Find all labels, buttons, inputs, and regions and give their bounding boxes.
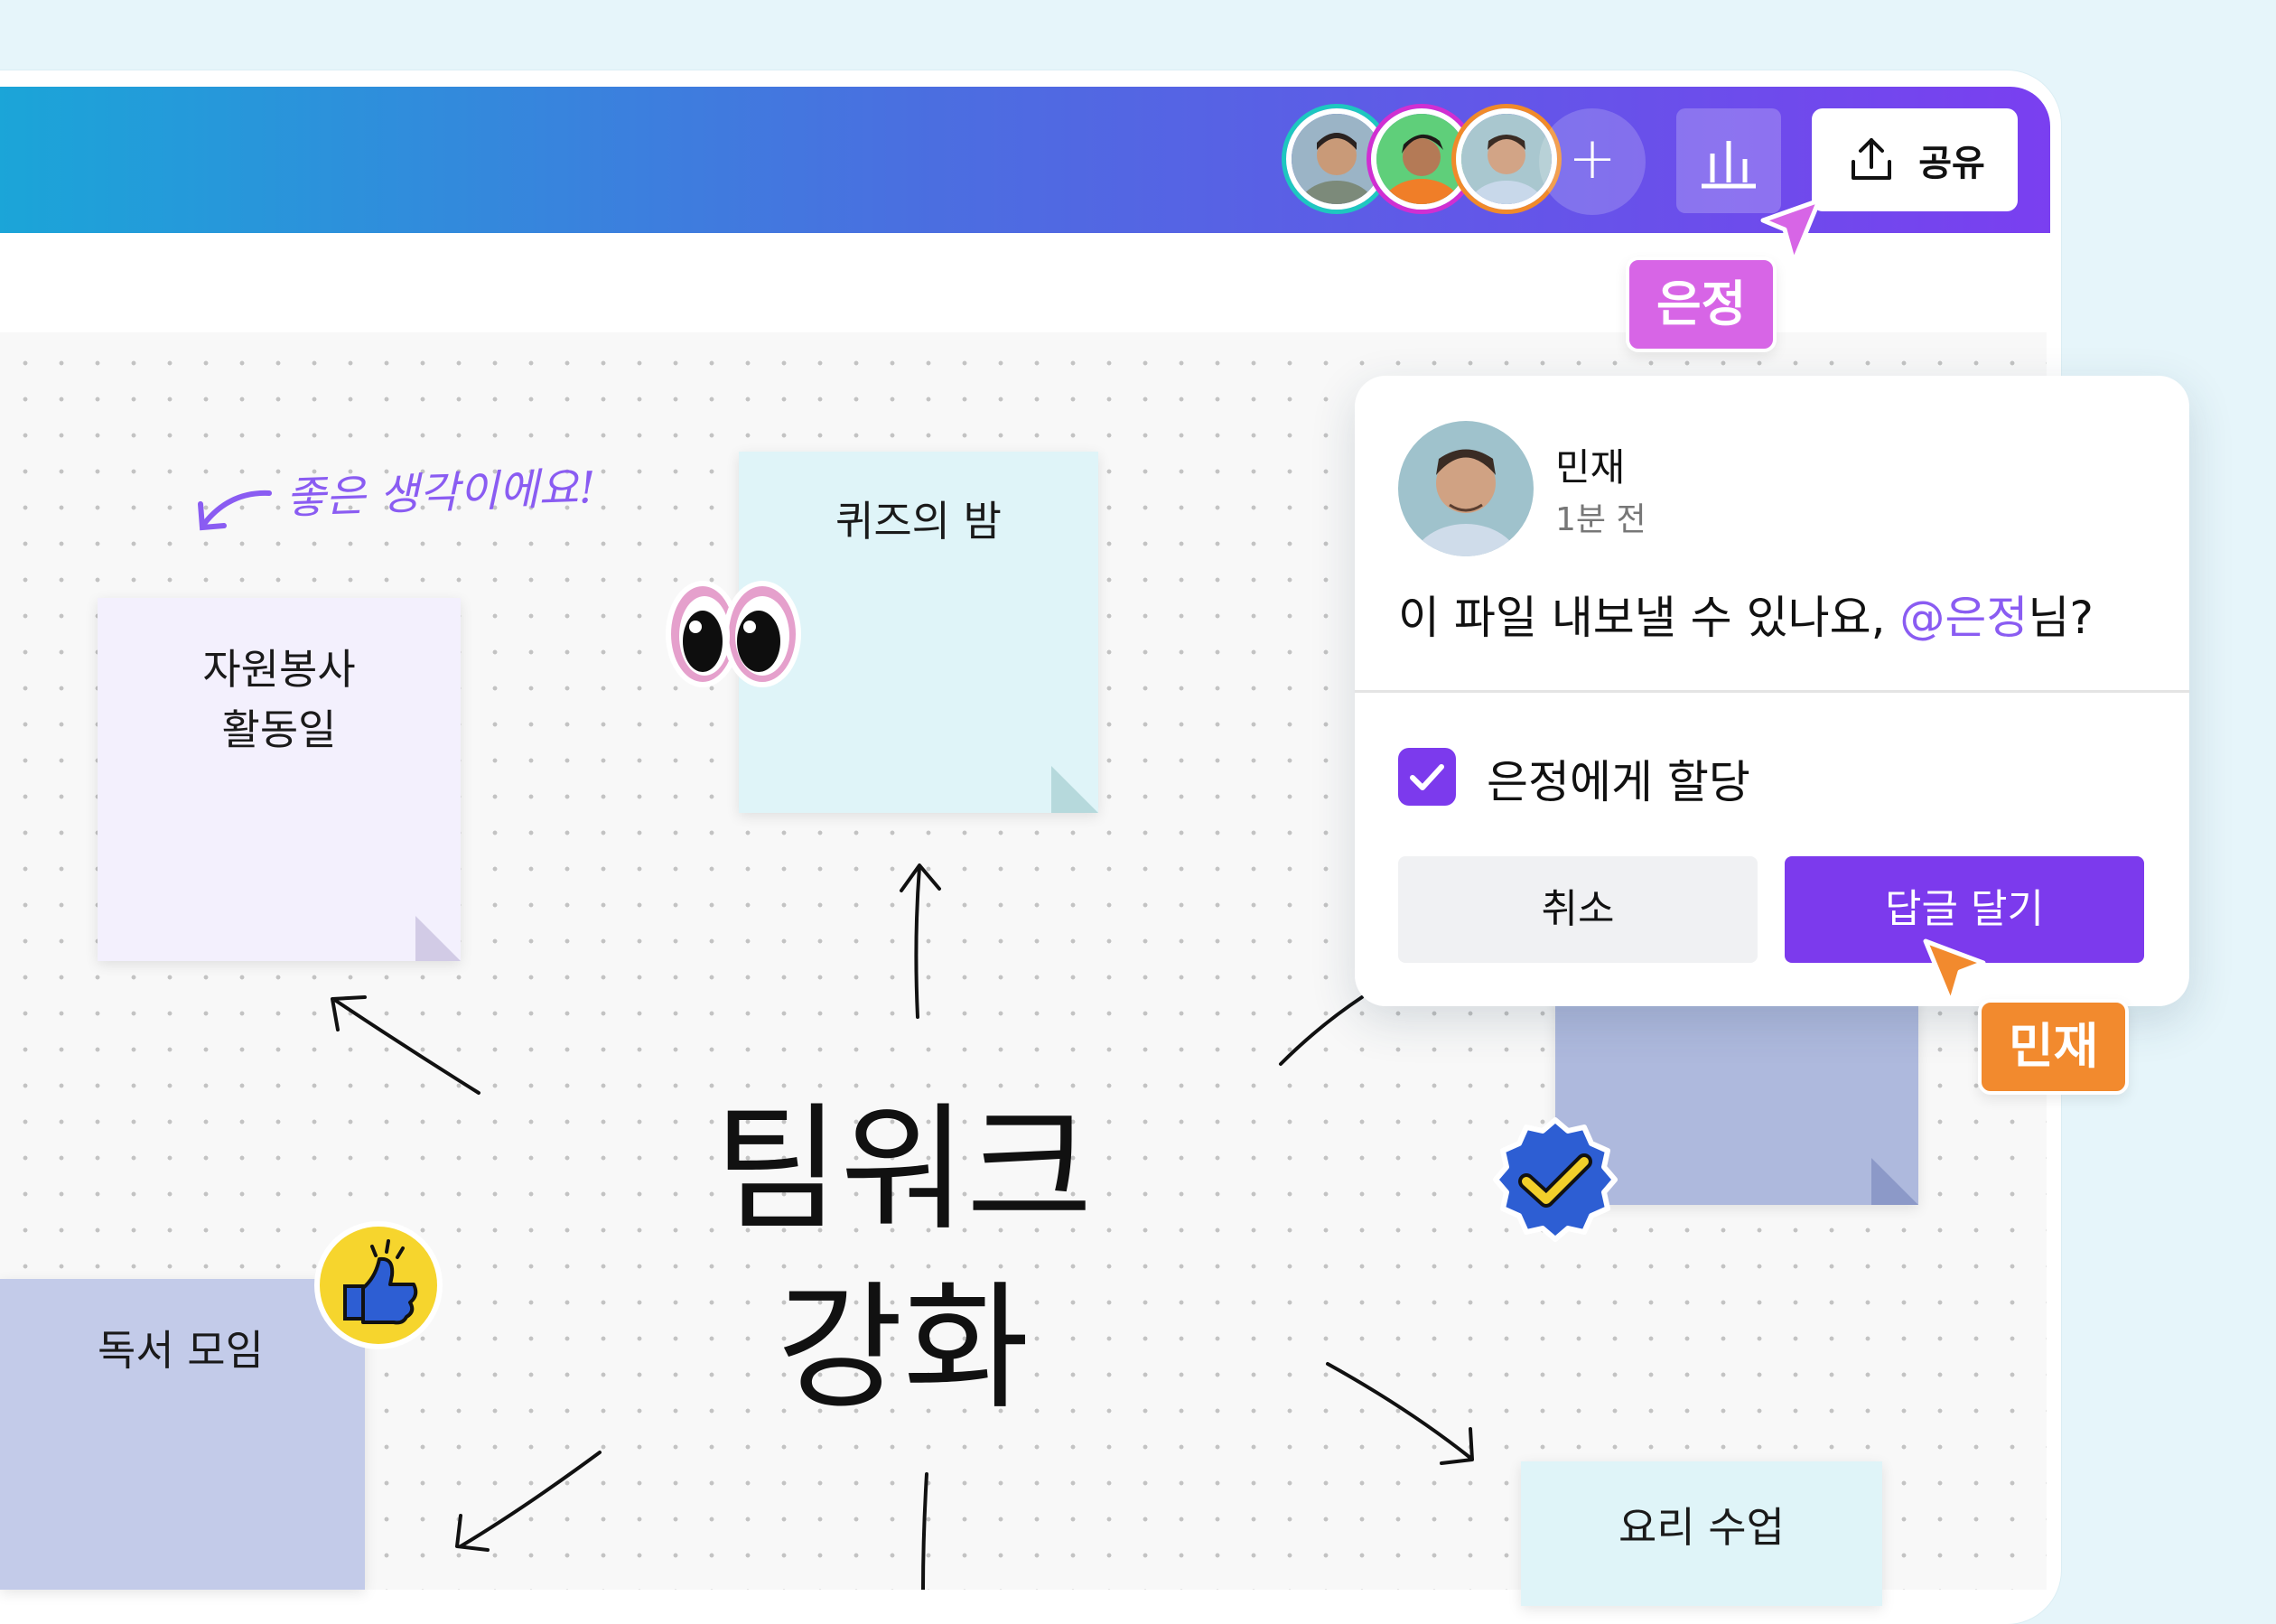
comment-text-before: 이 파일 내보낼 수 있나요, bbox=[1398, 592, 1900, 644]
person-icon bbox=[1461, 114, 1552, 204]
cancel-button[interactable]: 취소 bbox=[1398, 856, 1758, 963]
add-collaborator-button[interactable]: + bbox=[1539, 108, 1646, 215]
cursor-pointer-icon bbox=[1760, 198, 1822, 265]
checkmark-icon bbox=[1410, 764, 1444, 790]
collaborator-avatar[interactable] bbox=[1371, 108, 1472, 210]
collaborator-avatar[interactable] bbox=[1286, 108, 1387, 210]
bar-chart-icon bbox=[1702, 141, 1756, 189]
connector-arrows bbox=[331, 863, 1474, 1590]
top-header-bar bbox=[0, 87, 2050, 233]
person-icon bbox=[1376, 114, 1467, 204]
comment-card: 민재 1분 전 이 파일 내보낼 수 있나요, @은정님? 은정에게 할당 취소… bbox=[1355, 376, 2189, 1006]
connector-down bbox=[921, 1472, 928, 1590]
comment-time: 1분 전 bbox=[1555, 501, 1646, 538]
thumbs-up-icon[interactable] bbox=[312, 1219, 444, 1351]
stats-button[interactable] bbox=[1676, 108, 1781, 213]
sticky-note-text: 자원봉사 bbox=[202, 645, 356, 694]
arrow-to-cooking bbox=[1326, 1362, 1472, 1460]
arrow-to-quiz bbox=[914, 865, 921, 1019]
share-button[interactable]: 공유 bbox=[1812, 108, 2018, 211]
reply-button[interactable]: 답글 달기 bbox=[1785, 856, 2144, 963]
cursor-label-eunjeong: 은정 bbox=[1626, 257, 1777, 352]
divider bbox=[1355, 690, 2189, 693]
sticky-note-blue[interactable] bbox=[1555, 966, 1918, 1205]
center-title-line: 강화 bbox=[777, 1267, 1030, 1428]
sticky-note-text: 퀴즈의 밤 bbox=[835, 497, 1002, 546]
sticky-note-volunteer[interactable]: 자원봉사 활동일 bbox=[98, 598, 461, 961]
comment-mention[interactable]: @은정 bbox=[1899, 592, 2029, 644]
comment-avatar bbox=[1398, 421, 1534, 556]
googly-eyes-icon[interactable] bbox=[665, 578, 802, 688]
sticky-note-cooking[interactable]: 요리 수업 bbox=[1521, 1461, 1882, 1606]
sticky-note-text: 활동일 bbox=[221, 705, 337, 754]
sticky-note-text: 요리 수업 bbox=[1618, 1503, 1785, 1552]
comment-text: 이 파일 내보낼 수 있나요, @은정님? bbox=[1398, 582, 2094, 647]
arrow-to-blue bbox=[1279, 995, 1364, 1066]
comment-text-after: 님? bbox=[2028, 592, 2094, 644]
center-title-line: 팀워크 bbox=[714, 1089, 1093, 1249]
curved-arrow-icon bbox=[198, 490, 272, 531]
person-icon bbox=[1292, 114, 1382, 204]
arrow-to-volunteer bbox=[334, 999, 480, 1095]
center-title[interactable]: 팀워크 강화 bbox=[704, 1080, 1102, 1437]
verified-badge-icon[interactable] bbox=[1490, 1115, 1620, 1245]
collaborator-avatar[interactable] bbox=[1456, 108, 1557, 210]
sticky-note-book-club[interactable]: 독서 모임 bbox=[0, 1279, 365, 1590]
person-icon bbox=[1398, 421, 1534, 556]
comment-author: 민재 bbox=[1555, 445, 1626, 490]
share-label: 공유 bbox=[1918, 143, 1985, 184]
sticky-note-text: 독서 모임 bbox=[98, 1326, 264, 1375]
arrow-to-book bbox=[459, 1451, 602, 1548]
assign-label[interactable]: 은정에게 할당 bbox=[1487, 756, 1750, 808]
cursor-pointer-icon bbox=[1923, 938, 1986, 1005]
plus-icon: + bbox=[1568, 126, 1617, 192]
upload-icon bbox=[1852, 138, 1892, 180]
cursor-label-minjae: 민재 bbox=[1978, 999, 2130, 1095]
assign-checkbox[interactable] bbox=[1398, 748, 1456, 806]
